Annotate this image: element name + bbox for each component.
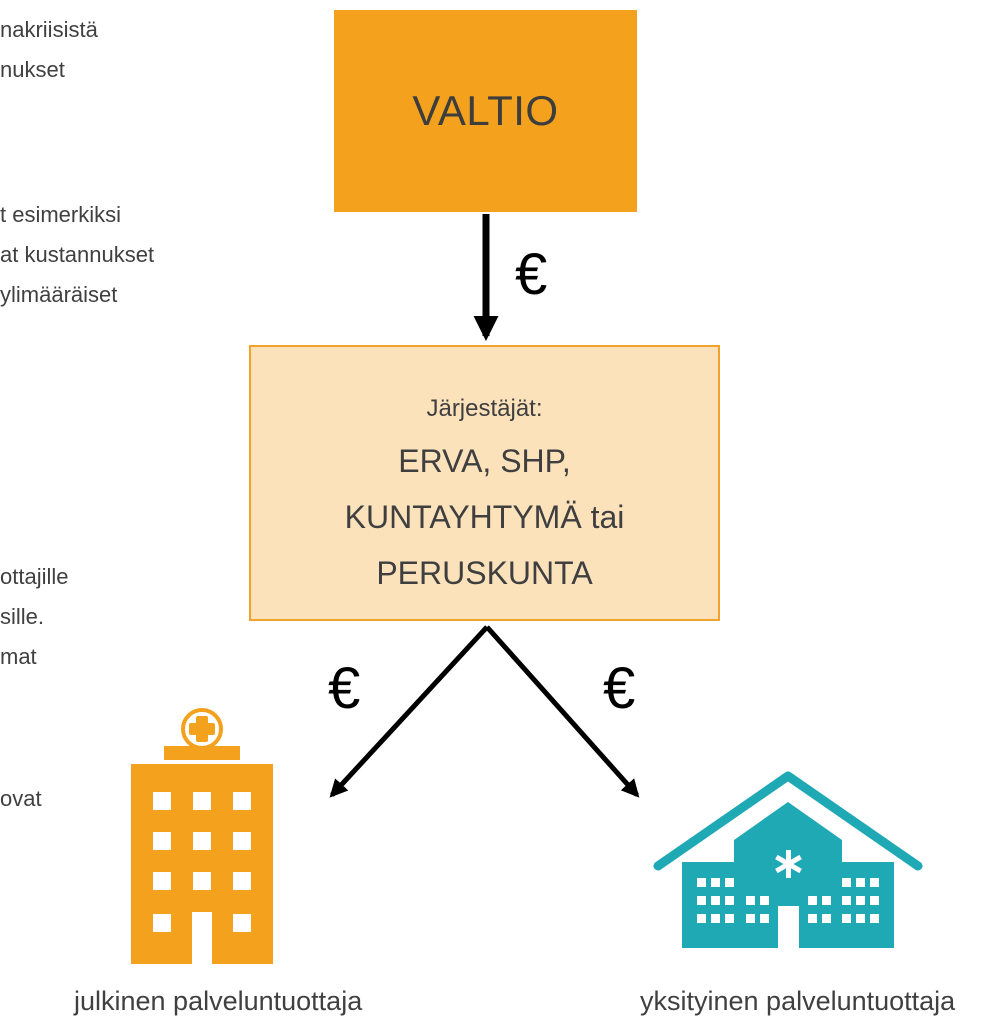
left-text-line: t esimerkiksi (0, 202, 122, 227)
euro-state-to-organizer: € (515, 242, 548, 307)
left-text-block-2: t esimerkiksi at kustannukset ylimääräis… (0, 195, 330, 315)
organizer-name-line: KUNTAYHTYMÄ tai (344, 499, 625, 535)
private-provider-label: yksityinen palveluntuottaja (640, 986, 956, 1016)
left-text-line: at kustannukset (0, 242, 155, 267)
left-text-line: mat (0, 644, 37, 669)
public-provider-label: julkinen palveluntuottaja (74, 986, 363, 1016)
organizer-name-line: PERUSKUNTA (376, 555, 593, 591)
state-label: VALTIO (412, 87, 559, 134)
organizer-box: Järjestäjät: ERVA, SHP, KUNTAYHTYMÄ tai … (249, 345, 720, 621)
left-text-block-4: ovat (0, 779, 330, 819)
left-text-block-1: nakriisistä nukset (0, 10, 330, 90)
euro-organizer-to-public: € (328, 656, 361, 721)
left-text-line: ottajille (0, 564, 69, 589)
left-text-block-3: ottajille sille. mat (0, 557, 330, 677)
left-text-line: ovat (0, 786, 42, 811)
left-text-line: nukset (0, 57, 65, 82)
organizer-caption: Järjestäjät: (426, 395, 543, 422)
organizer-name-line: ERVA, SHP, (398, 443, 571, 479)
arrow-organizer-to-public (329, 625, 489, 798)
left-text-line: nakriisistä (0, 17, 98, 42)
state-box: VALTIO (334, 10, 637, 212)
arrow-organizer-to-private (485, 625, 640, 798)
left-text-line: ylimääräiset (0, 282, 118, 307)
left-text-line: sille. (0, 604, 45, 629)
euro-organizer-to-private: € (603, 656, 636, 721)
organizer-names: ERVA, SHP, KUNTAYHTYMÄ tai PERUSKUNTA (251, 433, 718, 601)
